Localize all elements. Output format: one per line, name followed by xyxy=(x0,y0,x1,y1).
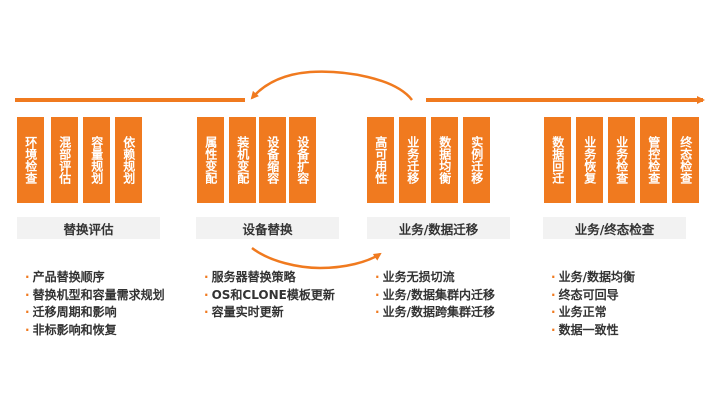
card-business-recovery: 业务恢复 xyxy=(576,117,603,203)
card-business-check: 业务检查 xyxy=(608,117,635,203)
note-item: ·终态可回导 xyxy=(551,287,619,302)
note-item: ·OS和CLONE模板更新 xyxy=(204,287,335,302)
card-data-balance: 数据均衡 xyxy=(431,117,458,203)
stage-label-assessment: 替换评估 xyxy=(17,217,160,239)
notes-final-check: ·业务/数据均衡 ·终态可回导 ·业务正常 ·数据一致性 xyxy=(551,269,635,339)
note-item: ·业务/数据跨集群迁移 xyxy=(375,305,495,319)
card-instance-migration: 实例迁移 xyxy=(463,117,490,203)
note-item: ·业务/数据均衡 xyxy=(551,270,635,284)
note-item: ·迁移周期和影响 xyxy=(25,305,117,319)
notes-replacement: ·服务器替换策略 ·OS和CLONE模板更新 ·容量实时更新 xyxy=(204,269,335,322)
note-item: ·容量实时更新 xyxy=(204,305,284,319)
stage-label-replacement: 设备替换 xyxy=(196,217,339,239)
note-item: ·数据一致性 xyxy=(551,322,619,337)
note-item: ·非标影响和恢复 xyxy=(25,322,117,337)
card-high-availability: 高可用性 xyxy=(367,117,394,203)
note-item: ·产品替换顺序 xyxy=(25,270,105,284)
notes-assessment: ·产品替换顺序 ·替换机型和容量需求规划 ·迁移周期和影响 ·非标影响和恢复 xyxy=(25,269,165,339)
card-dependency-plan: 依赖规划 xyxy=(115,117,142,203)
card-mixed-deploy-eval: 混部评估 xyxy=(51,117,78,203)
card-environment-check: 环境检查 xyxy=(17,117,44,203)
cycle-arc-top-arrow xyxy=(250,70,413,101)
note-item: ·替换机型和容量需求规划 xyxy=(25,287,165,302)
stage-label-final-check: 业务/终态检查 xyxy=(543,217,686,239)
note-item: ·业务无损切流 xyxy=(375,270,455,284)
card-business-migration: 业务迁移 xyxy=(399,117,426,203)
card-install-change: 装机变配 xyxy=(229,117,256,203)
card-control-check: 管控检查 xyxy=(640,117,667,203)
card-data-migrate-back: 数据回迁 xyxy=(544,117,571,203)
note-item: ·业务/数据集群内迁移 xyxy=(375,287,495,302)
notes-migration: ·业务无损切流 ·业务/数据集群内迁移 ·业务/数据跨集群迁移 xyxy=(375,269,495,322)
card-device-expand: 设备扩容 xyxy=(289,117,316,203)
card-device-shrink: 设备缩容 xyxy=(259,117,286,203)
stage-label-migration: 业务/数据迁移 xyxy=(367,217,510,239)
card-attribute-change: 属性变配 xyxy=(197,117,224,203)
card-capacity-plan: 容量规划 xyxy=(83,117,110,203)
cycle-arc-bottom-arrow xyxy=(251,247,382,270)
note-item: ·服务器替换策略 xyxy=(204,270,296,284)
card-final-state-check: 终态检查 xyxy=(672,117,699,203)
note-item: ·业务正常 xyxy=(551,305,607,319)
